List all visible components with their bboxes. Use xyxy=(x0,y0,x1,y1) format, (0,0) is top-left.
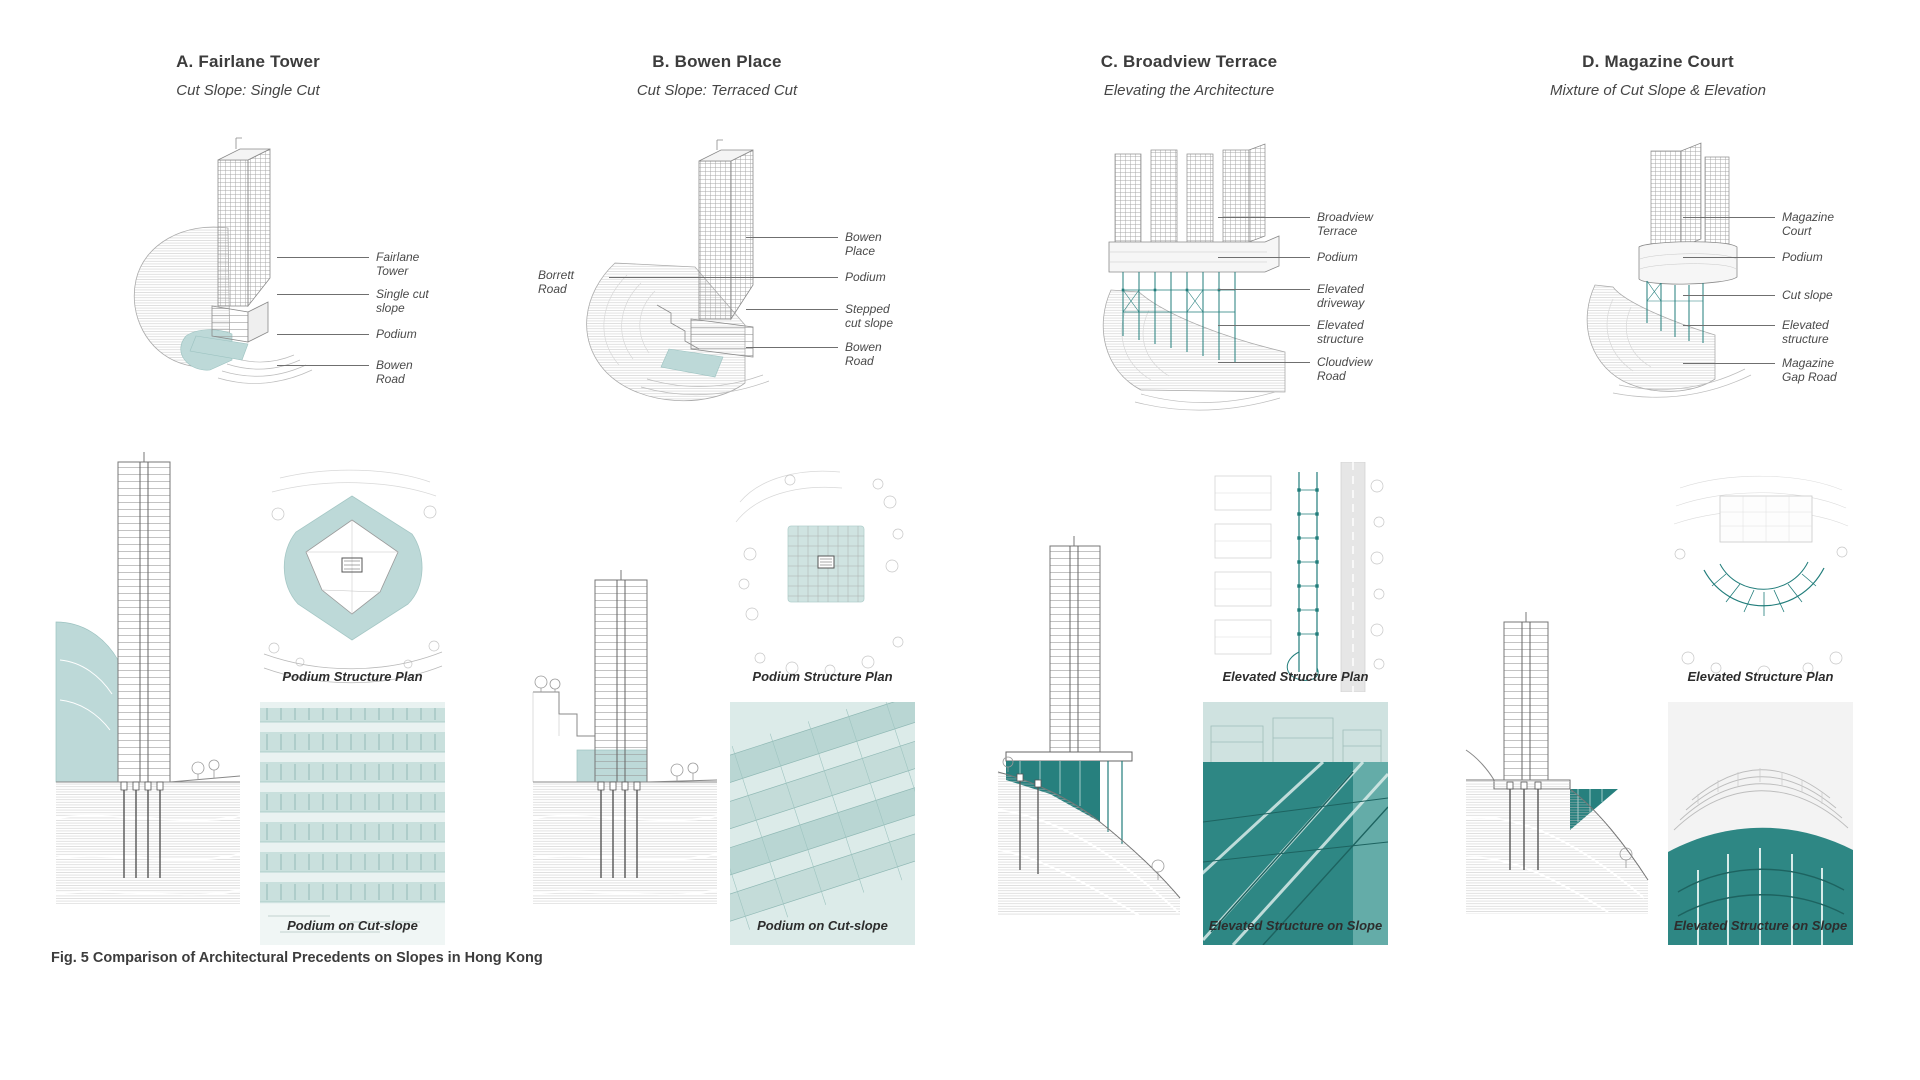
plan-figure-d: Elevated Structure Plan xyxy=(1668,462,1853,692)
column-c-header: C. Broadview Terrace Elevating the Archi… xyxy=(1039,52,1339,99)
plan-figure-c: Elevated Structure Plan xyxy=(1203,462,1388,692)
axon-d-label-cut-slope: Cut slope xyxy=(1683,288,1900,302)
column-a-subtitle: Cut Slope: Single Cut xyxy=(176,82,320,99)
section-drawing-d xyxy=(1458,450,1658,930)
figure-caption: Fig. 5 Comparison of Architectural Prece… xyxy=(51,950,543,966)
axon-a-label-slope: Single cut slope xyxy=(277,287,494,315)
column-d-title: D. Magazine Court xyxy=(1582,52,1734,71)
photo-figure-c: Elevated Structure on Slope xyxy=(1203,702,1388,945)
axon-c-label-driveway: Elevated driveway xyxy=(1218,282,1435,310)
axon-drawing-c xyxy=(1075,140,1310,430)
column-b-title: B. Bowen Place xyxy=(652,52,782,71)
column-a-title: A. Fairlane Tower xyxy=(176,52,320,71)
column-b-subtitle: Cut Slope: Terraced Cut xyxy=(636,82,798,99)
axon-c-label-road: Cloudview Road xyxy=(1218,355,1435,383)
photo-figure-a: Podium on Cut-slope xyxy=(260,702,445,945)
axon-a-label-road: Bowen Road xyxy=(277,358,494,386)
column-b-header: B. Bowen Place Cut Slope: Terraced Cut xyxy=(567,52,867,99)
plan-caption-c: Elevated Structure Plan xyxy=(1222,669,1369,684)
photo-caption-b: Podium on Cut-slope xyxy=(757,918,888,933)
photo-caption-d: Elevated Structure on Slope xyxy=(1673,918,1848,933)
axon-d-label-tower: Magazine Court xyxy=(1683,210,1900,238)
axon-drawing-b xyxy=(545,135,835,430)
section-drawing-b xyxy=(525,450,725,930)
axon-b-label-borrett-road: Borrett Road xyxy=(538,268,749,296)
plan-figure-a: Podium Structure Plan xyxy=(260,462,445,692)
axon-a-label-podium: Podium xyxy=(277,327,494,341)
plan-caption-b: Podium Structure Plan xyxy=(752,669,893,684)
column-c-subtitle: Elevating the Architecture xyxy=(1103,82,1275,99)
photo-caption-a: Podium on Cut-slope xyxy=(287,918,418,933)
column-d-header: D. Magazine Court Mixture of Cut Slope &… xyxy=(1508,52,1808,99)
plan-figure-b: Podium Structure Plan xyxy=(730,462,915,692)
axon-b-label-podium: Podium xyxy=(746,270,963,284)
axon-b-label-slope: Stepped cut slope xyxy=(746,302,963,330)
axon-a-label-tower: Fairlane Tower xyxy=(277,250,494,278)
axon-c-label-tower: Broadview Terrace xyxy=(1218,210,1435,238)
axon-b-label-road: Bowen Road xyxy=(746,340,963,368)
photo-figure-d: Elevated Structure on Slope xyxy=(1668,702,1853,945)
axon-d-label-structure: Elevated structure xyxy=(1683,318,1900,346)
axon-d-label-road: Magazine Gap Road xyxy=(1683,356,1900,384)
axon-drawing-d xyxy=(1555,135,1780,425)
photo-figure-b: Podium on Cut-slope xyxy=(730,702,915,945)
axon-b-label-tower: Bowen Place xyxy=(746,230,963,258)
column-d-subtitle: Mixture of Cut Slope & Elevation xyxy=(1550,82,1766,99)
section-drawing-a xyxy=(48,450,248,930)
section-drawing-c xyxy=(990,450,1190,930)
column-c-title: C. Broadview Terrace xyxy=(1100,52,1278,71)
axon-c-label-structure: Elevated structure xyxy=(1218,318,1435,346)
axon-d-label-podium: Podium xyxy=(1683,250,1900,264)
photo-caption-c: Elevated Structure on Slope xyxy=(1208,918,1383,933)
column-a-header: A. Fairlane Tower Cut Slope: Single Cut xyxy=(98,52,398,99)
plan-caption-a: Podium Structure Plan xyxy=(282,669,423,684)
axon-c-label-podium: Podium xyxy=(1218,250,1435,264)
plan-caption-d: Elevated Structure Plan xyxy=(1687,669,1834,684)
axon-drawing-a xyxy=(100,130,360,420)
